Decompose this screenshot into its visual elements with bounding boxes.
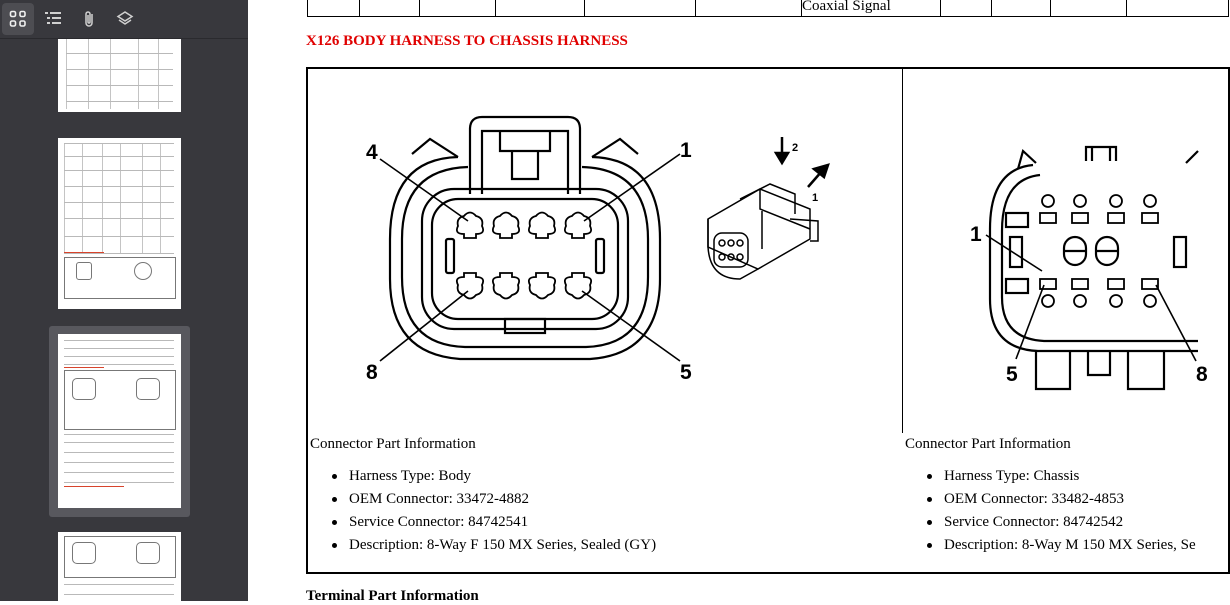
pin-label: 5 (680, 361, 692, 384)
page-thumbnail[interactable] (58, 39, 181, 112)
paperclip-icon (85, 11, 93, 27)
pin-label: 1 (970, 223, 982, 246)
page-thumbnail[interactable] (58, 138, 181, 309)
page-thumbnail-current[interactable] (58, 334, 181, 508)
attachments-view-button[interactable] (74, 3, 106, 35)
list-item: Harness Type: Body (310, 465, 656, 488)
pin-label: 5 (1006, 363, 1018, 386)
document-view[interactable]: Coaxial Signal X126 BODY HARNESS TO CHAS… (249, 0, 1230, 604)
table-cell-text: Coaxial Signal (802, 0, 891, 14)
layers-icon (116, 11, 134, 25)
list-item: Harness Type: Chassis (905, 465, 1196, 488)
left-connector-info: Connector Part Information Harness Type:… (310, 436, 656, 557)
connector-info-title: Connector Part Information (310, 436, 476, 452)
list-outline-icon (45, 12, 61, 24)
thumbnails-view-button[interactable] (2, 3, 34, 35)
list-item: Service Connector: 84742541 (310, 511, 656, 534)
list-item: Description: 8-Way F 150 MX Series, Seal… (310, 534, 656, 557)
layers-view-button[interactable] (109, 3, 141, 35)
list-item: OEM Connector: 33482-4853 (905, 488, 1196, 511)
page-thumbnail[interactable] (58, 532, 181, 601)
arrow-label: 2 (792, 142, 798, 154)
right-connector-diagram: 1 5 8 (970, 145, 1208, 391)
connector-info-list: Harness Type: Body OEM Connector: 33472-… (310, 465, 656, 557)
connector-info-title: Connector Part Information (905, 436, 1071, 452)
pin-label: 1 (680, 139, 692, 162)
sidebar (0, 0, 248, 601)
terminal-info-heading: Terminal Part Information (306, 588, 479, 604)
connector-info-list: Harness Type: Chassis OEM Connector: 334… (905, 465, 1196, 557)
section-heading: X126 BODY HARNESS TO CHASSIS HARNESS (306, 33, 628, 49)
cell-divider (902, 69, 903, 433)
list-item: Description: 8-Way M 150 MX Series, Se (905, 534, 1196, 557)
pin-label: 8 (366, 361, 378, 384)
grid-thumbnails-icon (9, 10, 26, 27)
previous-table-bottom (307, 0, 1229, 17)
sidebar-toolbar (0, 0, 248, 39)
arrow-label: 1 (812, 192, 818, 204)
connector-table: 4 1 8 5 (306, 67, 1230, 574)
list-item: OEM Connector: 33472-4882 (310, 488, 656, 511)
list-item: Service Connector: 84742542 (905, 511, 1196, 534)
pin-label: 4 (366, 141, 378, 164)
pin-label: 8 (1196, 363, 1208, 386)
left-connector-diagram: 4 1 8 5 (366, 115, 830, 384)
right-connector-info: Connector Part Information Harness Type:… (905, 436, 1196, 557)
outline-view-button[interactable] (37, 3, 69, 35)
